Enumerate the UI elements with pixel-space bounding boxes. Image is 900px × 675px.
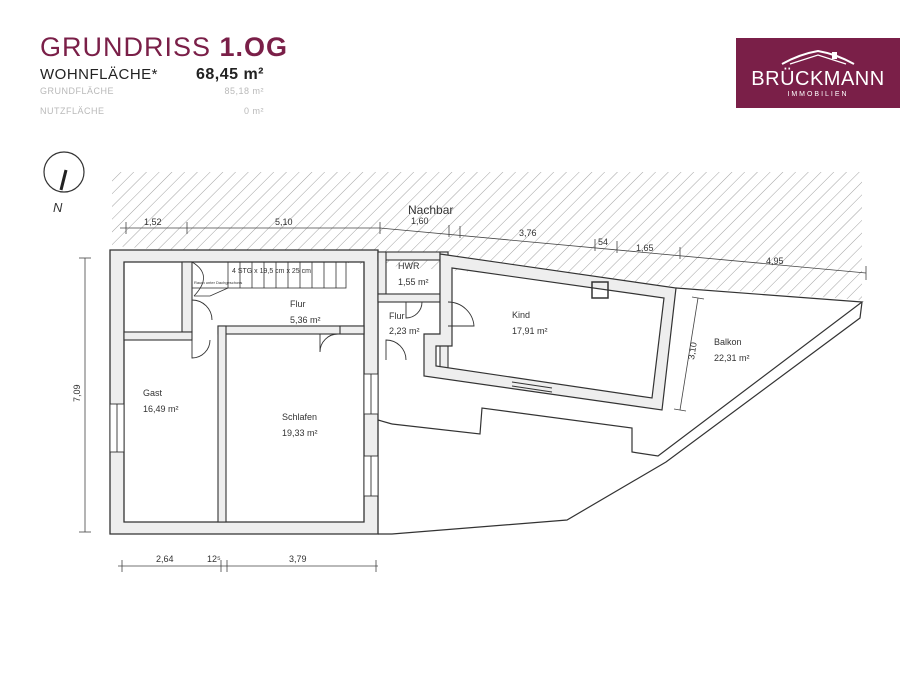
dimension-label: 5,10 — [275, 217, 293, 227]
dimension-label: 2,64 — [156, 554, 174, 564]
title-prefix: GRUNDRISS — [40, 32, 212, 62]
room-name-schlafen: Schlafen — [282, 412, 317, 422]
dimension-label: 1,52 — [144, 217, 162, 227]
dimension-label: 3,10 — [686, 341, 699, 360]
stat-grundflaeche: GRUNDFLÄCHE 85,18 m² — [40, 84, 400, 104]
brand-logo: BRÜCKMANN IMMOBILIEN — [736, 38, 900, 108]
compass-label: N — [53, 200, 63, 215]
room-area-balkon: 22,31 m² — [714, 353, 750, 363]
neighbor-hatch — [112, 172, 862, 300]
room-area-flur-small: 2,23 m² — [389, 326, 420, 336]
stat-label: NUTZFLÄCHE — [40, 106, 105, 116]
room-area-hwr: 1,55 m² — [398, 277, 429, 287]
dimension-label: 4,95 — [766, 256, 784, 266]
dimension-label: 7,09 — [72, 384, 82, 402]
stat-value: 0 m² — [244, 106, 264, 116]
plan-header: GRUNDRISS 1.OG WOHNFLÄCHE* 68,45 m² GRUN… — [40, 30, 400, 124]
stair-small-note: Raum unter Dachgeschoss — [194, 280, 242, 285]
room-name-gast: Gast — [143, 388, 163, 398]
room-name-flur: Flur — [290, 299, 306, 309]
compass-icon — [43, 151, 85, 193]
room-area-flur: 5,36 m² — [290, 315, 321, 325]
stat-value: 85,18 m² — [224, 86, 264, 96]
logo-brand: BRÜCKMANN — [751, 68, 885, 90]
interior-walls — [123, 251, 449, 523]
left-dimension-line — [79, 257, 91, 533]
door-icons — [191, 299, 475, 361]
stair-note: 4 STG x 19,5 cm x 25 cm — [232, 268, 311, 275]
bottom-dimension-line — [118, 560, 378, 572]
staircase-icon — [191, 261, 347, 297]
room-area-gast: 16,49 m² — [143, 404, 179, 414]
stat-value: 68,45 m² — [195, 66, 264, 83]
dimension-label: 3,76 — [519, 228, 537, 238]
dimension-label: 3,79 — [289, 554, 307, 564]
room-name-balkon: Balkon — [714, 337, 742, 347]
stat-wohnflaeche: WOHNFLÄCHE* 68,45 m² — [40, 64, 400, 84]
kind-window — [511, 381, 553, 393]
title-floor: 1.OG — [219, 32, 289, 62]
window-icons — [109, 373, 379, 497]
room-area-kind: 17,91 m² — [512, 326, 548, 336]
stat-nutzflaeche: NUTZFLÄCHE 0 m² — [40, 104, 400, 124]
room-area-schlafen: 19,33 m² — [282, 428, 318, 438]
page-title: GRUNDRISS 1.OG — [40, 30, 400, 64]
dimension-label: 1,60 — [411, 216, 429, 226]
balcony-outline — [377, 287, 864, 535]
logo-sub: IMMOBILIEN — [787, 91, 849, 98]
dimension-label: 12⁵ — [207, 554, 221, 564]
dimension-label: 1,65 — [636, 243, 654, 253]
top-dimension-line — [120, 222, 867, 280]
roof-logo-icon — [781, 49, 855, 65]
dimension-label: 54 — [598, 237, 608, 247]
right-dimension-line — [673, 296, 705, 412]
neighbor-label: Nachbar — [408, 203, 453, 217]
room-name-flur-small: Flur — [389, 311, 405, 321]
stat-label: GRUNDFLÄCHE — [40, 86, 115, 96]
stat-label: WOHNFLÄCHE* — [40, 66, 159, 83]
room-name-hwr: HWR — [398, 261, 420, 271]
room-name-kind: Kind — [512, 310, 530, 320]
